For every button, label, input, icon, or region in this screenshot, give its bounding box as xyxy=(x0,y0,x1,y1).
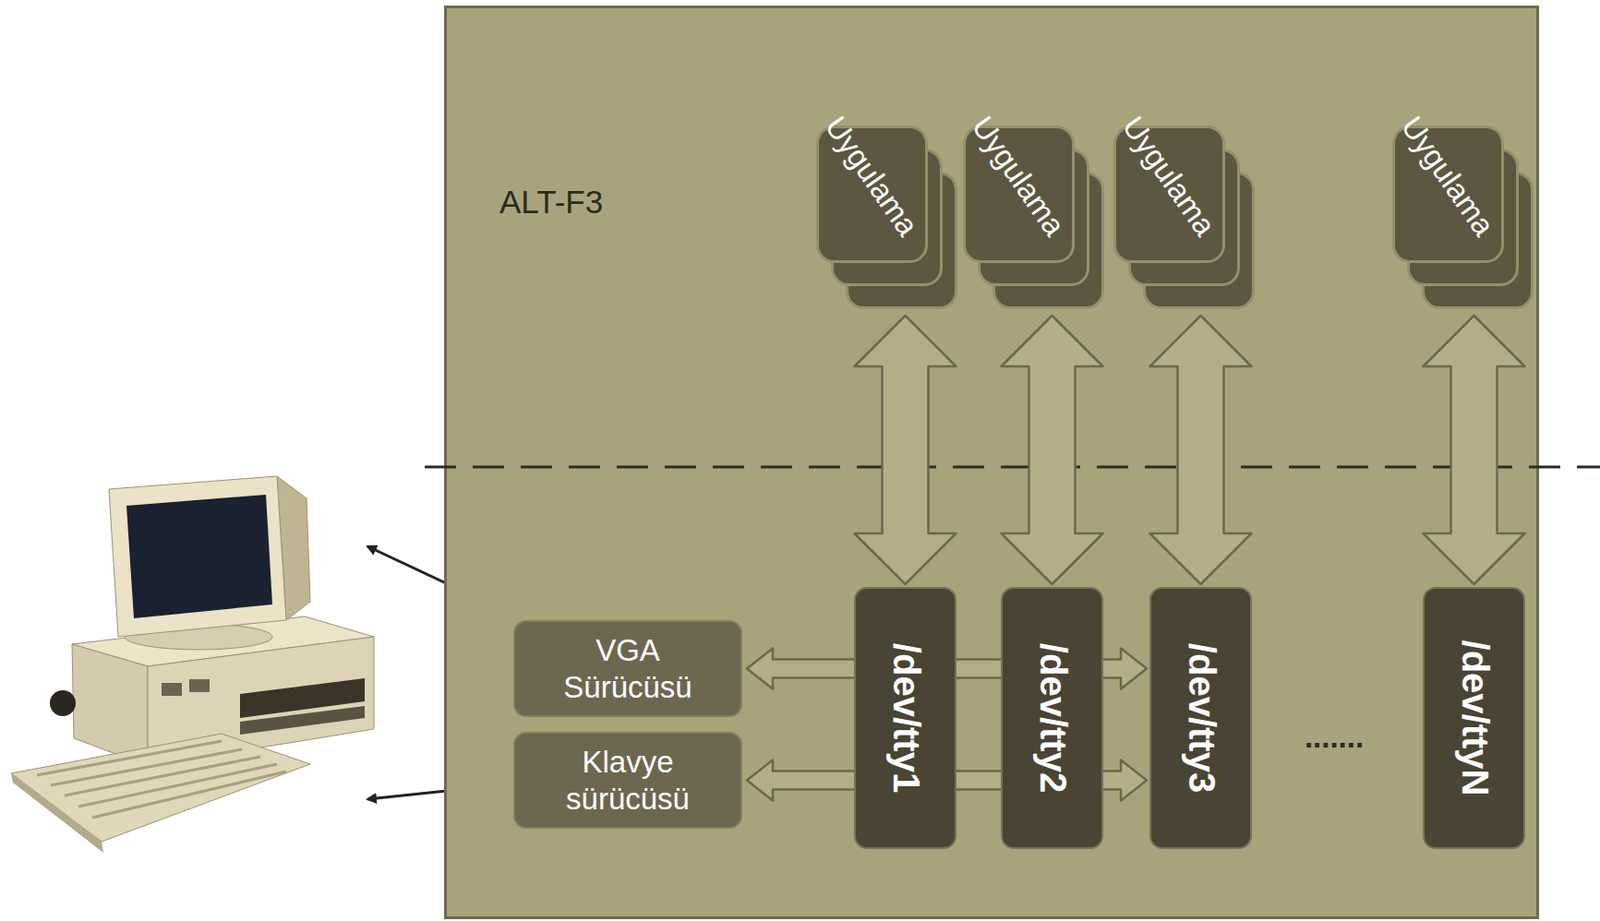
ellipsis-label: ....... xyxy=(1304,720,1364,756)
tty-device: /dev/ttyN xyxy=(1422,587,1526,850)
application-stack: Uygulama xyxy=(816,125,958,311)
case-front xyxy=(72,644,148,767)
application-stack: Uygulama xyxy=(1392,125,1534,311)
tty-device: /dev/tty2 xyxy=(1000,587,1104,850)
separator-line xyxy=(424,466,1600,470)
device-label: /dev/tty1 xyxy=(884,643,927,794)
double-arrow xyxy=(1150,315,1252,585)
keyboard-top xyxy=(11,733,311,843)
case-button xyxy=(189,679,210,693)
tty-device: /dev/tty3 xyxy=(1149,587,1252,850)
application-stack: Uygulama xyxy=(962,125,1105,311)
keyboard-keys xyxy=(36,741,287,819)
mouse-ball xyxy=(49,690,76,717)
monitor-body xyxy=(108,476,287,638)
case-button xyxy=(161,683,182,697)
double-arrow xyxy=(1423,315,1526,585)
tty-device: /dev/tty1 xyxy=(854,587,957,850)
double-arrow xyxy=(854,315,957,585)
screen-region: ALT-F3UygulamaUygulamaUygulamaUygulamaVG… xyxy=(444,5,1540,920)
drive-slot xyxy=(240,706,365,735)
device-label: /dev/ttyN xyxy=(1453,640,1495,797)
driver-box: VGA Sürücüsü xyxy=(513,620,743,718)
application-stack: Uygulama xyxy=(1113,125,1255,311)
driver-label: Klavye sürücüsü xyxy=(544,744,711,818)
device-label: /dev/tty2 xyxy=(1031,643,1073,794)
double-arrow xyxy=(1001,315,1104,585)
region-title: ALT-F3 xyxy=(499,183,603,221)
driver-label: VGA Sürücüsü xyxy=(544,632,711,706)
driver-box: Klavye sürücüsü xyxy=(513,732,743,830)
monitor-screen xyxy=(126,494,273,619)
device-label: /dev/tty3 xyxy=(1179,643,1222,794)
